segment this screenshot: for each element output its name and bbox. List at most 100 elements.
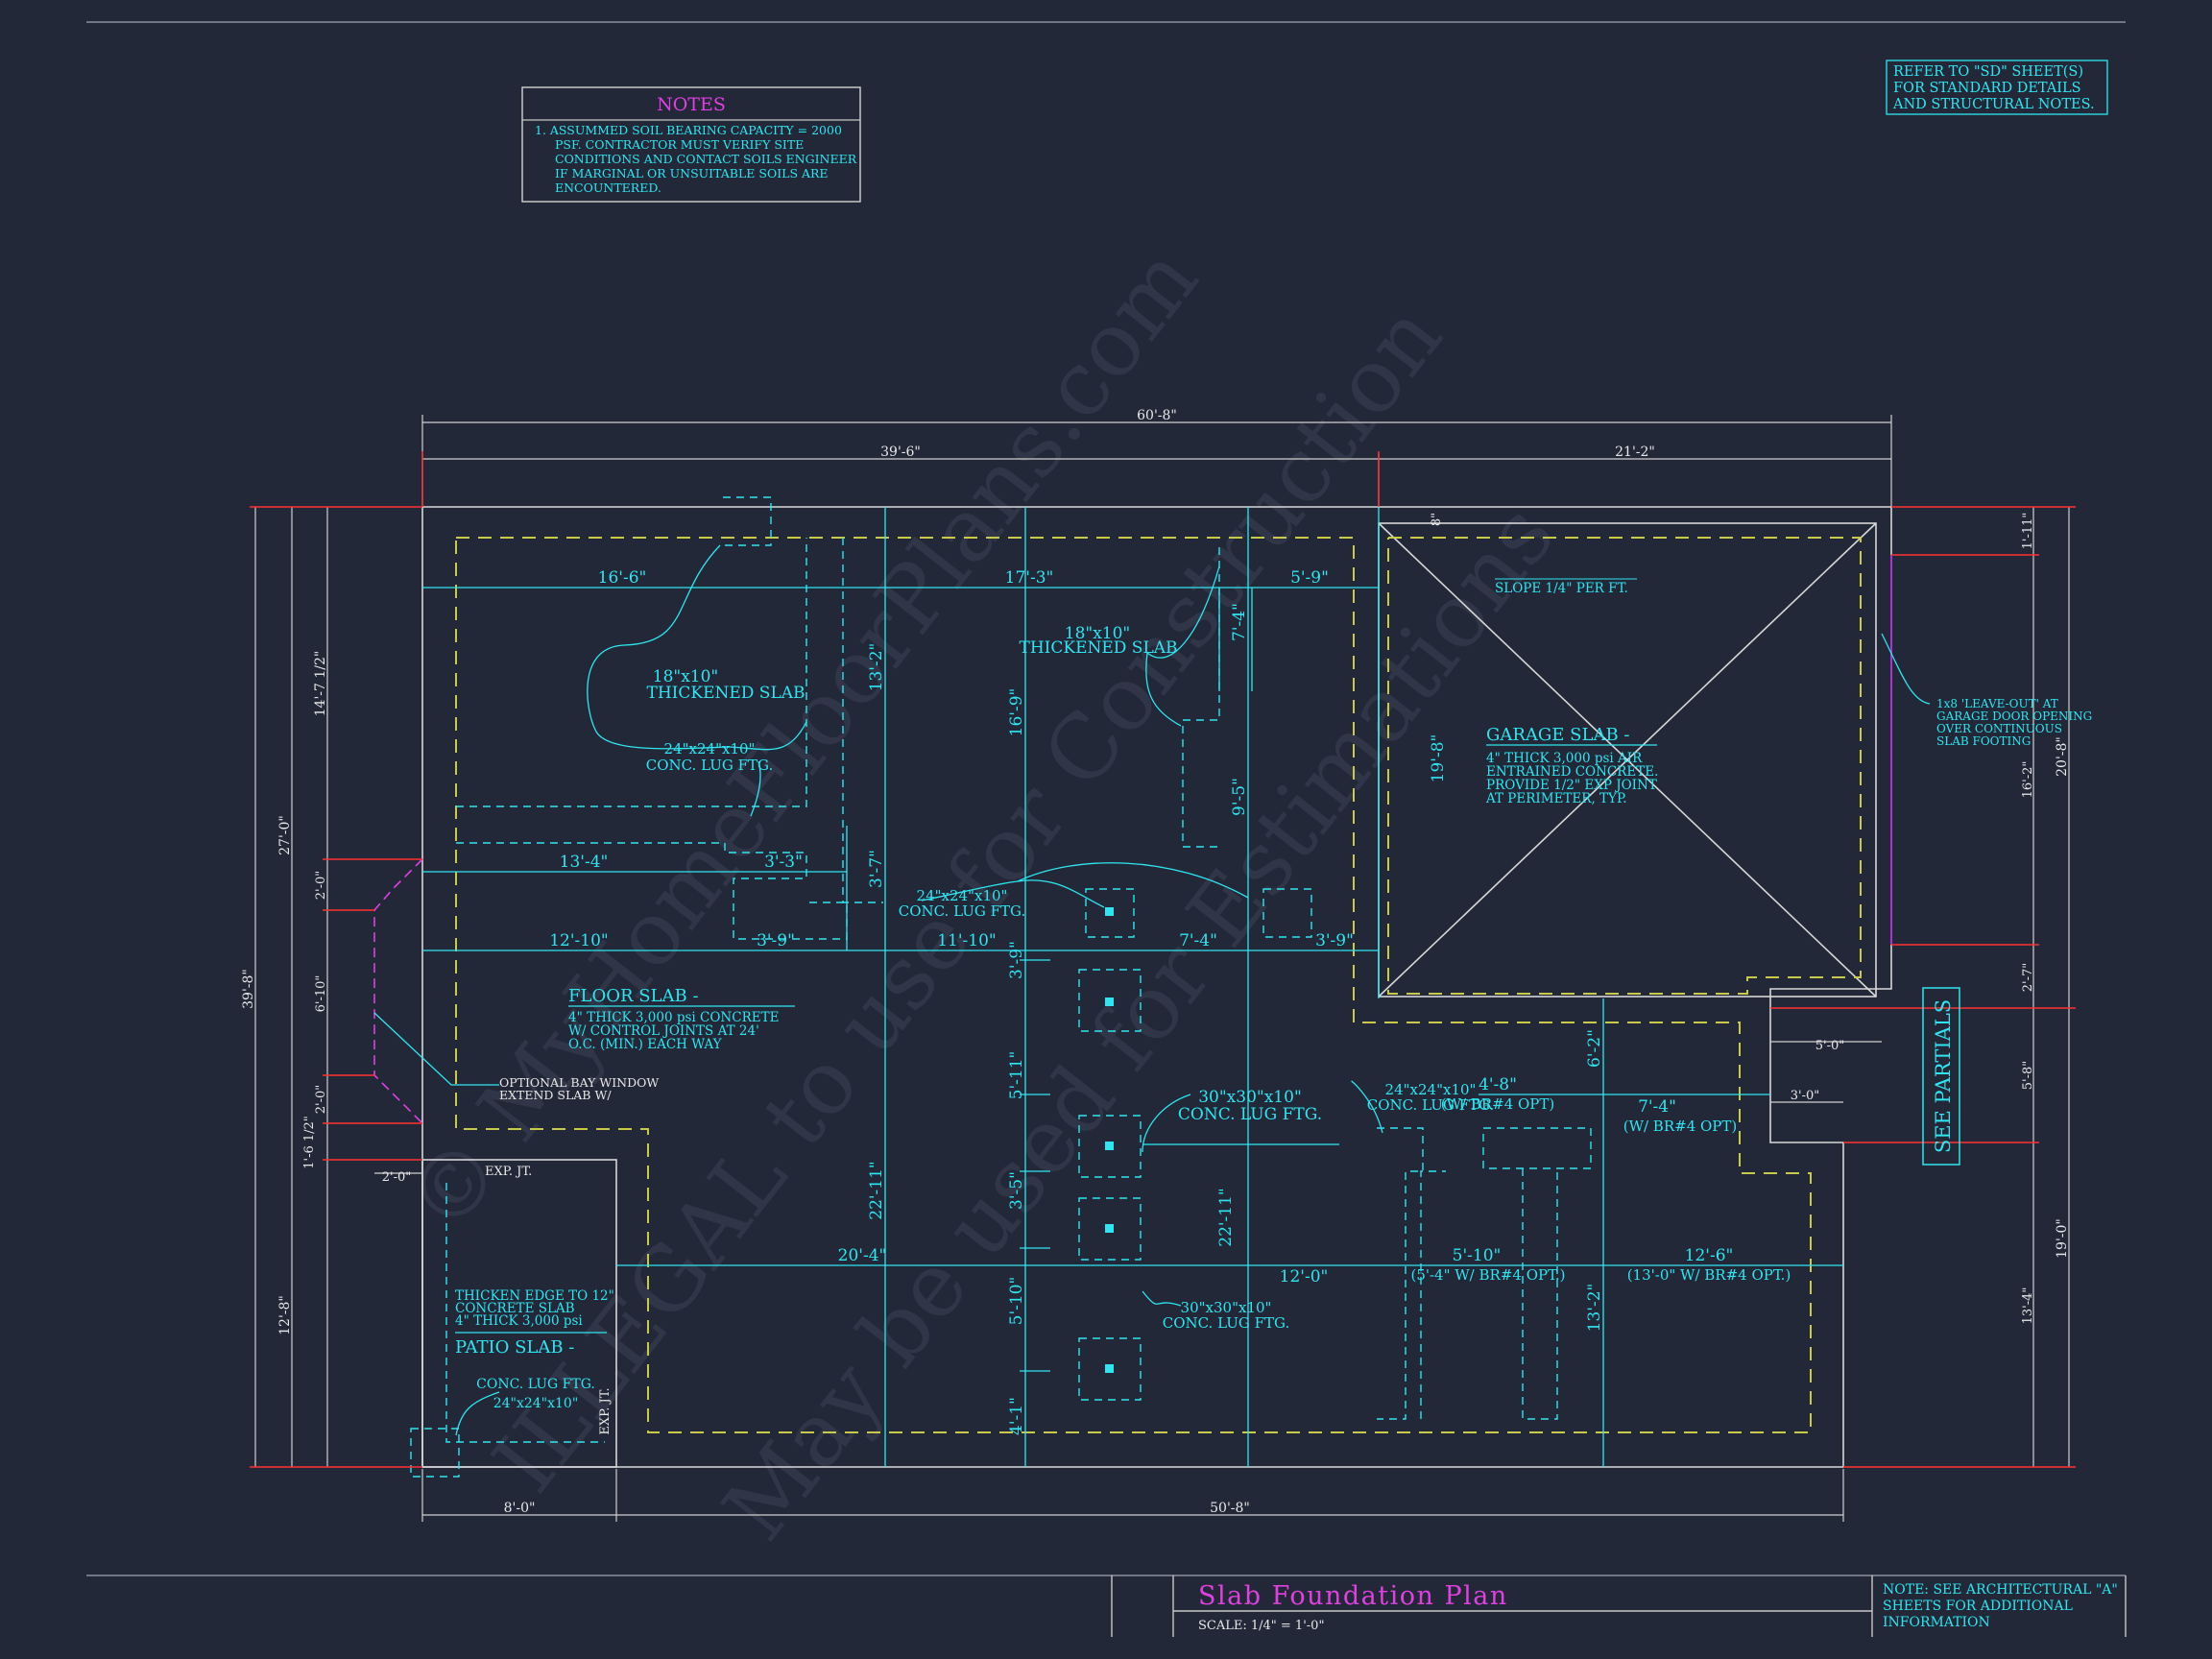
notes-line: PSF. CONTRACTOR MUST VERIFY SITE [555,137,804,152]
dim-7-4-v: 7'-4" [1230,603,1249,641]
dim-5-8: 5'-8" [2021,1061,2035,1091]
interior-dimensions [422,507,1843,1467]
leave-out-line: SLAB FOOTING [1936,734,2031,748]
notes-box: NOTES 1. ASSUMMED SOIL BEARING CAPACITY … [521,86,861,203]
interior-dimension-labels: 16'-6" 17'-3" 5'-9" 13'-4" 3'-3" 12'-10"… [549,568,1791,1435]
thick-slab-1-size: 18"x10" [653,667,719,686]
dim-5-11: 5'-11" [1007,1051,1026,1100]
dim-5-10-v: 5'-10" [1007,1277,1026,1326]
exp-jt-2: EXP. JT. [598,1387,613,1434]
white-labels: OPTIONAL BAY WINDOW EXTEND SLAB W/ EXP. … [485,1075,659,1435]
bay-window-line: OPTIONAL BAY WINDOW [499,1075,659,1090]
dim-top-left: 39'-6" [880,445,921,460]
bay-window-line: EXTEND SLAB W/ [499,1088,612,1102]
bay-window-outline [373,858,423,1124]
dim-5-9: 5'-9" [1290,568,1329,588]
lug-footing-markers [1105,907,1114,1373]
sheet-scale: SCALE: 1/4" = 1'-0" [1198,1619,1324,1633]
floor-slab-title: FLOOR SLAB - [568,986,699,1006]
dim-9-5: 9'-5" [1230,778,1249,816]
dim-17-3: 17'-3" [1005,568,1054,588]
dim-2-0-b: 2'-0" [314,1085,328,1115]
leave-out-line: GARAGE DOOR OPENING [1936,709,2092,723]
dim-2-0-a: 2'-0" [314,871,328,901]
notes-line: CONDITIONS AND CONTACT SOILS ENGINEER [555,152,857,166]
lug-2-label: CONC. LUG FTG. [899,902,1026,920]
floor-slab-line: 4" THICK 3,000 psi CONCRETE [568,1010,779,1025]
lug-2-size: 24"x24"x10" [917,887,1008,904]
garage-slab-line: PROVIDE 1/2" EXP JOINT [1486,778,1657,793]
dim-13-2-b: 13'-2" [1585,1284,1604,1333]
notes-line: ENCOUNTERED. [555,180,661,195]
lug-3-label: CONC. LUG FTG. [1367,1096,1495,1114]
dim-22-11-b: 22'-11" [1216,1188,1236,1247]
garage-slab-line: ENTRAINED CONCRETE. [1486,764,1658,780]
sheet-title: Slab Foundation Plan [1198,1581,1508,1611]
dim-4-8: 4'-8" [1479,1075,1517,1094]
dim-4-1: 4'-1" [1007,1397,1026,1435]
dim-1-6: 1'-6 1/2" [302,1116,317,1169]
floor-slab-line: W/ CONTROL JOINTS AT 24' [568,1023,759,1039]
exp-jt-1: EXP. JT. [485,1165,532,1179]
dim-3-3: 3'-3" [764,853,803,872]
lug-1-label: CONC. LUG FTG. [646,757,774,774]
sheet-note-line: SHEETS FOR ADDITIONAL [1883,1599,2073,1614]
dim-2-7: 2'-7" [2021,963,2035,993]
sheet-note-line: NOTE: SEE ARCHITECTURAL "A" [1883,1582,2118,1598]
dim-12-10: 12'-10" [549,931,609,950]
lug-30-2-size: 30"x30"x10" [1181,1299,1272,1316]
dim-7-4-b: 7'-4" [1638,1097,1676,1117]
dim-6-2: 6'-2" [1585,1029,1604,1068]
sheet-note-line: INFORMATION [1883,1615,1990,1630]
dim-19-8: 19'-8" [1429,734,1448,783]
dim-3-9-b: 3'-9" [1315,931,1354,950]
dim-16-9: 16'-9" [1007,688,1026,737]
refer-note-line: REFER TO "SD" SHEET(S) [1893,64,2083,80]
dim-13-2-a: 13'-2" [867,643,886,692]
lug-30-1-label: CONC. LUG FTG. [1178,1105,1322,1124]
dim-top-overall: 60'-8" [1137,408,1177,423]
refer-note-line: AND STRUCTURAL NOTES. [1892,97,2095,112]
leader-lines [373,544,1931,1436]
dim-22-11-a: 22'-11" [867,1161,886,1220]
patio-note-line: THICKEN EDGE TO 12" [455,1288,614,1304]
dim-13-4-h: 13'-4" [560,853,609,872]
thick-slab-2-label: THICKENED SLAB [1019,638,1177,658]
dim-2-0-h: 2'-0" [382,1170,412,1185]
notes-title: NOTES [657,94,726,115]
patio-note-line: 4" THICK 3,000 psi [455,1313,583,1329]
see-partials-tag[interactable]: SEE PARTIALS [1922,987,1960,1166]
slope-note: SLOPE 1/4" PER FT. [1495,581,1628,596]
dimension-extensions [250,451,2076,1468]
dim-11-10: 11'-10" [937,931,997,950]
br-top: (W/ BR#4 OPT) [1441,1095,1555,1113]
dim-39-8: 39'-8" [241,969,256,1009]
thick-slab-2-size: 18"x10" [1065,624,1131,643]
dim-1-11: 1'-11" [2021,513,2035,550]
dim-12-6: 12'-6" [1685,1246,1734,1265]
dim-3-9-v: 3'-9" [1007,941,1026,979]
dim-12-0: 12'-0" [1280,1267,1329,1286]
dim-16-2: 16'-2" [2021,761,2035,799]
lug-3-size: 24"x24"x10" [1385,1081,1477,1098]
dim-20-8: 20'-8" [2055,736,2070,777]
title-block-frame [1111,1575,2127,1637]
dim-3-7: 3'-7" [867,850,886,888]
dim-6-10: 6'-10" [314,975,328,1013]
dim-16-6: 16'-6" [598,568,647,588]
perimeter-footing [455,537,1862,1433]
notes-line: IF MARGINAL OR UNSUITABLE SOILS ARE [555,166,829,180]
refer-note-line: FOR STANDARD DETAILS [1893,81,2081,96]
lug-30-1-size: 30"x30"x10" [1198,1088,1302,1107]
leave-out-line: 1x8 'LEAVE-OUT' AT [1936,697,2058,710]
dim-19-0: 19'-0" [2055,1218,2070,1259]
dim-27-0: 27'-0" [277,815,293,855]
dim-3-5: 3'-5" [1007,1171,1026,1210]
dim-8in: 8" [1430,513,1444,526]
garage-slab-line: 4" THICK 3,000 psi AIR [1486,751,1643,766]
thick-slab-1-label: THICKENED SLAB [646,684,805,703]
dim-3-9-a: 3'-9" [757,931,795,950]
callout-labels: 18"x10" THICKENED SLAB 24"x24"x10" CONC.… [455,578,2092,1411]
dim-12-8: 12'-8" [277,1295,293,1335]
